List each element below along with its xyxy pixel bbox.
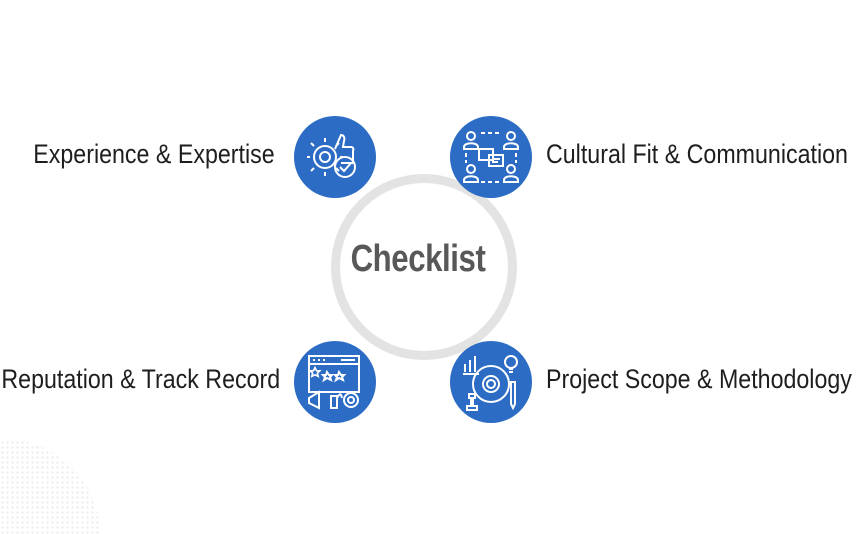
gear-thumbs-up-check-icon	[294, 116, 376, 198]
center-label: Checklist	[350, 238, 486, 280]
item-label-reputation: Reputation & Track Record	[1, 364, 280, 394]
chart-gear-lightbulb-icon	[450, 341, 532, 423]
item-label-cultural-fit: Cultural Fit & Communication	[546, 139, 848, 169]
team-chat-icon	[450, 116, 532, 198]
item-label-experience: Experience & Expertise	[33, 139, 275, 169]
review-stars-megaphone-icon	[294, 341, 376, 423]
dot-pattern-decoration	[0, 440, 100, 534]
center-ring	[331, 174, 517, 360]
item-label-project-scope: Project Scope & Methodology	[546, 364, 852, 394]
